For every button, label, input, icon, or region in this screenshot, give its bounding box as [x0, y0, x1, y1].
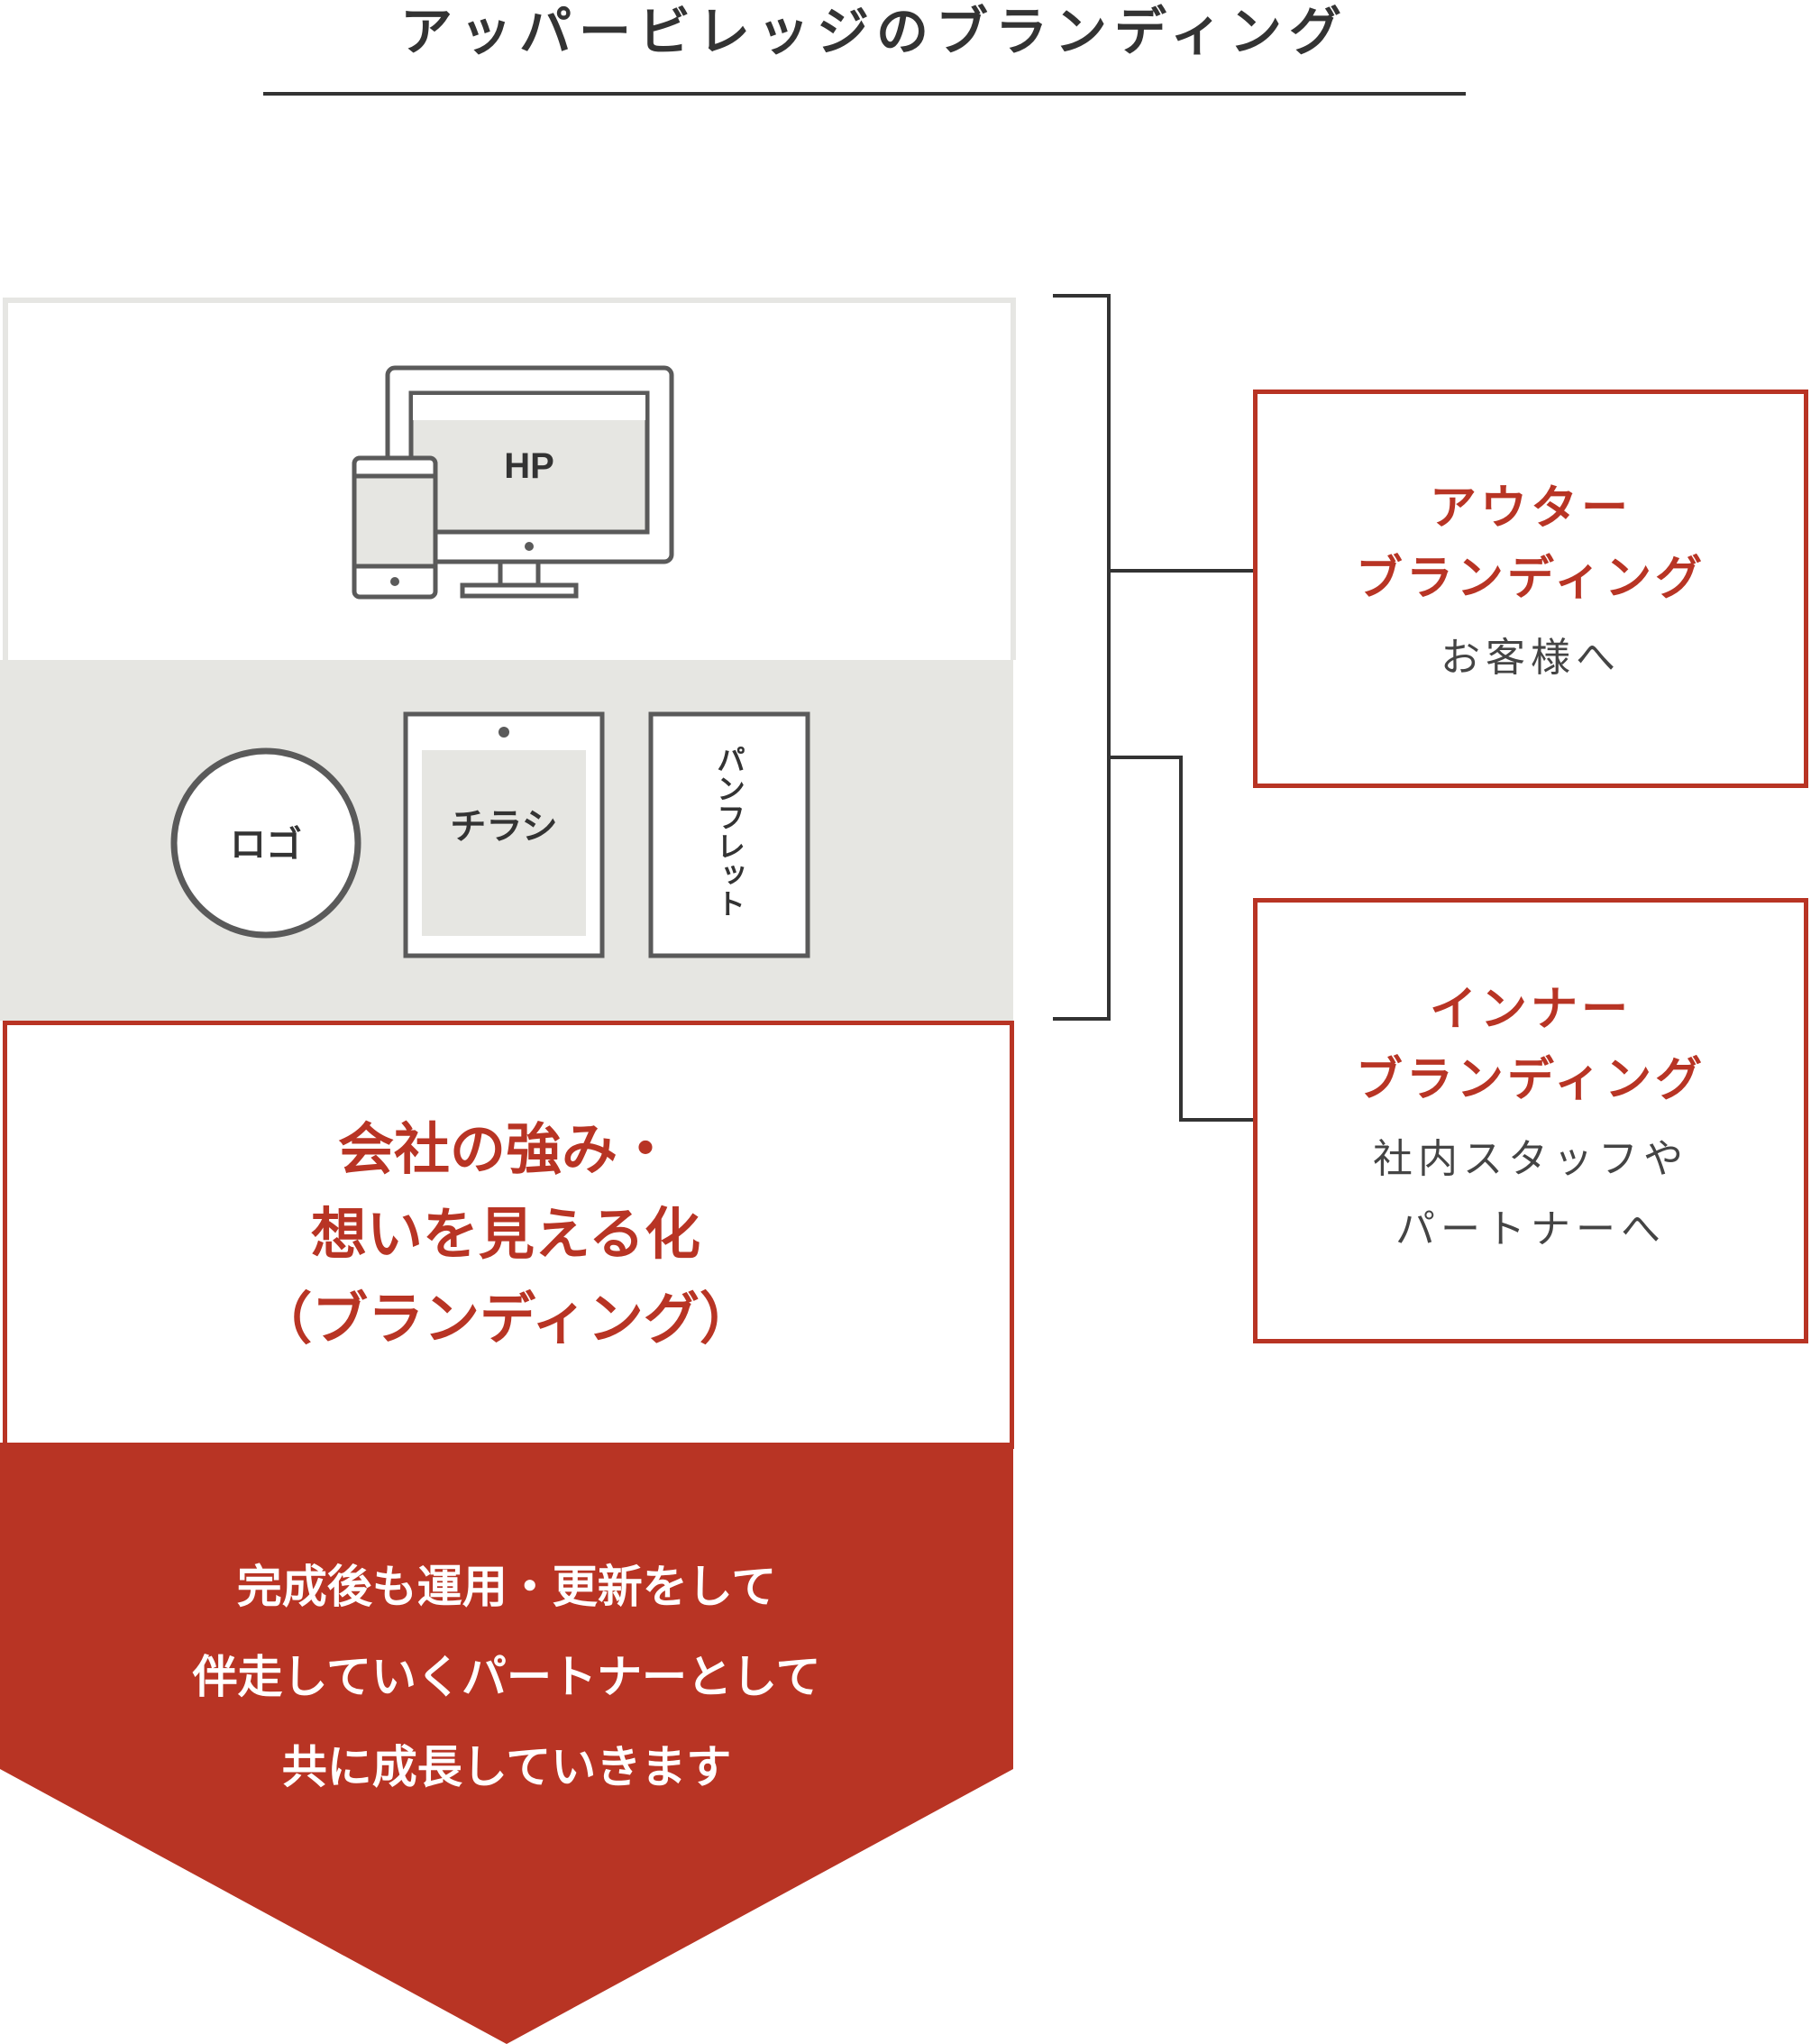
logo-label: ロゴ: [230, 824, 302, 865]
inner-subtitle-1: 社内スタッフや: [1373, 1136, 1688, 1182]
partner-line-1: 完成後も運用・更新をして: [236, 1561, 777, 1613]
inner-title-2: ブランディング: [1355, 1053, 1706, 1107]
pamphlet-icon: [648, 711, 810, 958]
outer-title-2: ブランディング: [1355, 552, 1706, 606]
pamphlet-label: パンフレット: [713, 745, 745, 918]
print-media-icons: ロゴ チラシ パンフレット: [170, 711, 810, 958]
hp-label: HP: [504, 446, 554, 486]
logo-circle-icon: [170, 747, 361, 939]
branding-line-2: 想いを見える化: [310, 1201, 701, 1267]
branding-line-3: （ブランディング）: [256, 1286, 755, 1352]
devices-icon: HP: [352, 365, 674, 600]
outer-title-1: アウター: [1429, 481, 1632, 536]
title-underline: [263, 92, 1466, 96]
branding-heading: 会社の強み・ 想いを見える化 （ブランディング）: [0, 1107, 1011, 1361]
inner-subtitle-2: パートナーへ: [1395, 1206, 1666, 1252]
flyer-label: チラシ: [450, 807, 557, 847]
inner-title-1: インナー: [1429, 983, 1632, 1037]
partner-line-2: 伴走していくパートナーとして: [192, 1651, 821, 1703]
outer-subtitle: お客様へ: [1441, 635, 1621, 681]
branding-panel: [3, 1021, 1014, 1449]
partner-line-3: 共に成長していきます: [281, 1741, 732, 1793]
partner-message: 完成後も運用・更新をして 伴走していくパートナーとして 共に成長していきます: [0, 1542, 1013, 1812]
page-title: アッパービレッジのブランディング: [400, 1, 1349, 62]
outer-branding-box: アウター ブランディング お客様へ: [1253, 390, 1808, 788]
branding-line-1: 会社の強み・: [337, 1116, 673, 1182]
inner-branding-box: インナー ブランディング 社内スタッフや パートナーへ: [1253, 898, 1808, 1343]
partner-arrow: [0, 1443, 1013, 2044]
connector-lines: [1053, 294, 1255, 1122]
